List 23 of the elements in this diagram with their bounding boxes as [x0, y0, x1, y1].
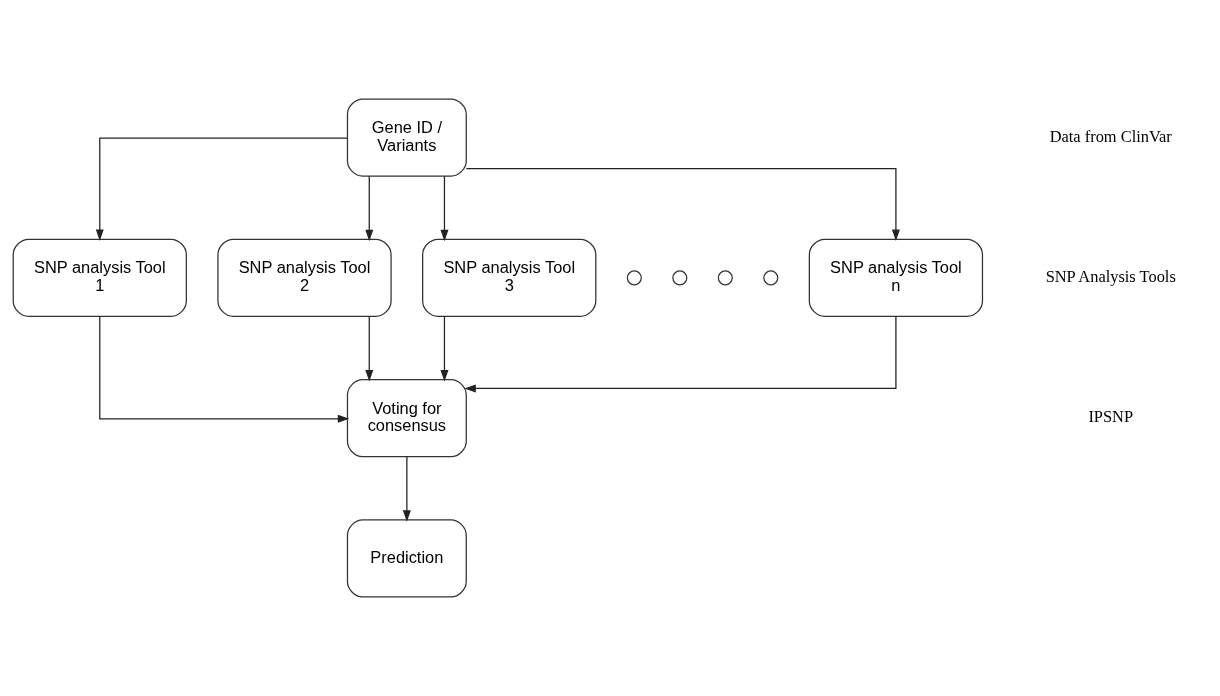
node-circle	[717, 270, 733, 286]
node-box: SNP analysis Tool 1	[12, 238, 187, 318]
arrow	[365, 175, 374, 242]
arrow	[365, 315, 374, 382]
node-box: SNP analysis Tool 2	[217, 238, 392, 318]
node-circle	[763, 270, 779, 286]
label: Data from ClinVar	[1049, 126, 1172, 146]
node-box: SNP analysis Tool n	[808, 238, 984, 318]
arrow	[440, 175, 449, 242]
node-circle	[626, 270, 642, 286]
arrow	[95, 137, 348, 241]
arrow	[99, 316, 350, 423]
node-box: Voting for consensus	[346, 378, 467, 458]
node-box: Gene ID / Variants	[346, 98, 467, 177]
node-box: Prediction	[346, 519, 467, 598]
node-box: SNP analysis Tool 3	[422, 238, 597, 318]
arrow	[465, 167, 900, 241]
arrow	[402, 456, 411, 522]
label: IPSNP	[1088, 407, 1134, 427]
arrow	[440, 315, 449, 382]
node-circle	[672, 270, 688, 286]
arrow	[464, 315, 897, 393]
label: SNP Analysis Tools	[1045, 267, 1176, 287]
